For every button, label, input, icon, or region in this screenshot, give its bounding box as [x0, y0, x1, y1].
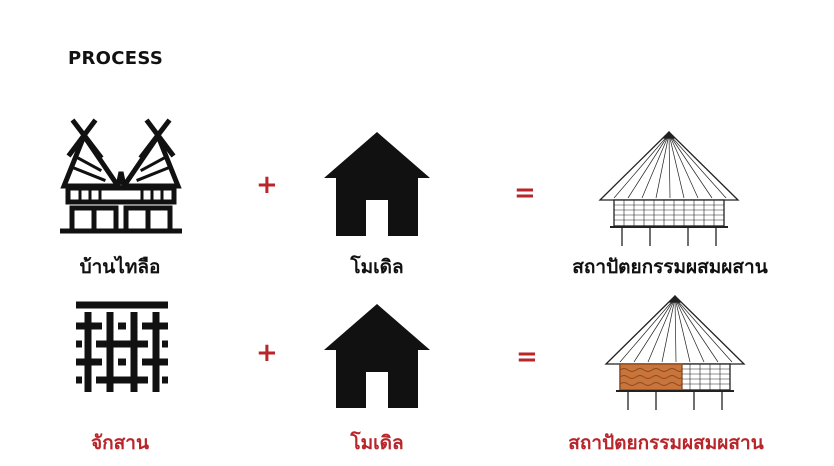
page-title: PROCESS: [68, 48, 164, 69]
equals-sign-row1: =: [514, 178, 536, 208]
stilt-house-sketch-icon: [594, 130, 744, 248]
right-label-row2: สถาปัตยกรรมผสมผสาน: [568, 432, 764, 454]
middle-label-row1: โมเดิล: [350, 256, 404, 278]
plus-sign-row1: +: [256, 170, 278, 200]
middle-label-row2: โมเดิล: [350, 432, 404, 454]
right-label-row1: สถาปัตยกรรมผสมผสาน: [572, 256, 768, 278]
left-label-row1: บ้านไทลือ: [79, 256, 161, 278]
plus-sign-row2: +: [256, 338, 278, 368]
left-label-row2: จักสาน: [91, 432, 149, 454]
weave-pattern-icon: [72, 298, 172, 396]
house-icon-row2: [322, 300, 432, 410]
equals-sign-row2: =: [516, 342, 538, 372]
house-icon-row1: [322, 128, 432, 238]
stilt-house-woven-sketch-icon: [600, 294, 750, 412]
tai-lue-house-icon: [60, 118, 182, 234]
